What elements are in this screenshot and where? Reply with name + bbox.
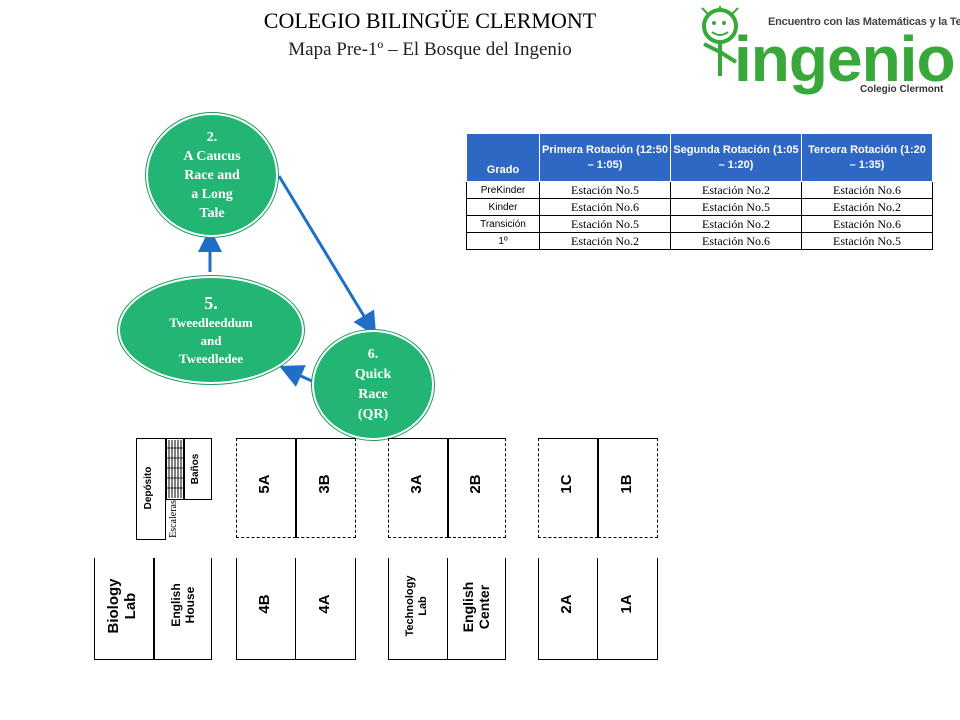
room-label-line: English bbox=[169, 583, 183, 627]
room-label-line: Technology bbox=[404, 575, 416, 637]
table-header-row: Grado Primera Rotación (12:50 – 1:05) Se… bbox=[466, 133, 933, 182]
room-2a-label: 2A bbox=[558, 594, 575, 614]
arrow-6-to-5 bbox=[279, 365, 315, 387]
table-cell: Kinder bbox=[466, 198, 540, 216]
room-deposito bbox=[136, 438, 166, 540]
table-cell: Transición bbox=[466, 215, 540, 233]
station-line: Race bbox=[358, 387, 388, 402]
room-label-line: English bbox=[460, 581, 476, 633]
table-cell: PreKinder bbox=[466, 181, 540, 199]
col-header-grado: Grado bbox=[466, 133, 540, 182]
table-cell: Estación No.6 bbox=[801, 181, 933, 199]
col-header-primera: Primera Rotación (12:50 – 1:05) bbox=[539, 133, 671, 182]
room-3b-label: 3B bbox=[316, 474, 333, 494]
table-row: PreKinder Estación No.5 Estación No.2 Es… bbox=[466, 181, 933, 199]
room-2b bbox=[448, 438, 506, 538]
table-cell: Estación No.6 bbox=[539, 198, 671, 216]
logo-figure-icon bbox=[701, 6, 739, 76]
room-4a bbox=[296, 558, 356, 660]
room-label-line: Biology bbox=[105, 578, 122, 634]
col-header-segunda: Segunda Rotación (1:05 – 1:20) bbox=[670, 133, 802, 182]
table-cell: Estación No.5 bbox=[801, 232, 933, 250]
table-cell: Estación No.5 bbox=[539, 181, 671, 199]
room-label-line: Lab bbox=[122, 592, 139, 620]
logo-school: Colegio Clermont bbox=[860, 84, 944, 95]
rotation-table: Grado Primera Rotación (12:50 – 1:05) Se… bbox=[466, 133, 933, 250]
station-2[interactable]: 2. A Caucus Race and a Long Tale bbox=[146, 113, 278, 237]
station-number: 2. bbox=[206, 129, 218, 145]
table-cell: Estación No.6 bbox=[801, 215, 933, 233]
table-cell: Estación No.6 bbox=[670, 232, 802, 250]
room-1b-label: 1B bbox=[618, 474, 635, 494]
room-banos-label: Baños bbox=[190, 453, 201, 485]
stairs-icon bbox=[166, 438, 184, 500]
room-3a bbox=[388, 438, 448, 538]
station-line: Race and bbox=[184, 167, 240, 183]
station-line: a Long bbox=[191, 186, 233, 202]
room-2b-label: 2B bbox=[467, 474, 484, 494]
room-english-center bbox=[448, 558, 506, 660]
room-banos bbox=[184, 438, 212, 500]
room-label-line: Center bbox=[476, 584, 492, 630]
station-line: (QR) bbox=[357, 407, 389, 422]
table-cell: Estación No.2 bbox=[670, 181, 802, 199]
station-5[interactable]: 5. Tweedleeddum and Tweedledee bbox=[118, 276, 304, 384]
room-1c bbox=[538, 438, 598, 538]
room-english-center-label: English Center bbox=[460, 562, 494, 652]
room-biology-lab bbox=[94, 558, 154, 660]
room-english-house bbox=[154, 558, 212, 660]
room-5a-label: 5A bbox=[256, 474, 273, 494]
arrow-2-to-6 bbox=[277, 175, 377, 337]
room-english-house-label: English House bbox=[169, 560, 199, 650]
room-label-line: Lab bbox=[417, 596, 429, 616]
table-cell: Estación No.2 bbox=[801, 198, 933, 216]
logo-word: ingenio bbox=[734, 23, 956, 95]
station-line: and bbox=[200, 333, 222, 348]
room-3a-label: 3A bbox=[408, 474, 425, 494]
room-technology-lab bbox=[388, 558, 448, 660]
page-title: COLEGIO BILINGÜE CLERMONT bbox=[263, 8, 597, 33]
room-4b-label: 4B bbox=[256, 594, 273, 614]
room-biology-label: Biology Lab bbox=[105, 561, 141, 651]
table-row: Kinder Estación No.6 Estación No.5 Estac… bbox=[466, 198, 933, 216]
table-cell: Estación No.5 bbox=[539, 215, 671, 233]
room-technology-label: Technology Lab bbox=[404, 557, 432, 655]
station-line: Quick bbox=[354, 367, 392, 382]
room-4b bbox=[236, 558, 296, 660]
room-2a bbox=[538, 558, 598, 660]
room-4a-label: 4A bbox=[316, 594, 333, 614]
page-subtitle: Mapa Pre-1º – El Bosque del Ingenio bbox=[288, 39, 572, 60]
room-1b bbox=[598, 438, 658, 538]
station-line: A Caucus bbox=[183, 148, 241, 164]
room-5a bbox=[236, 438, 296, 538]
room-deposito-label: Depósito bbox=[143, 466, 154, 510]
room-1c-label: 1C bbox=[558, 474, 575, 494]
station-number: 6. bbox=[367, 347, 379, 362]
table-row: Transición Estación No.5 Estación No.2 E… bbox=[466, 215, 933, 233]
table-row: 1º Estación No.2 Estación No.6 Estación … bbox=[466, 232, 933, 250]
room-1a-label: 1A bbox=[618, 594, 635, 614]
station-line: Tweedledee bbox=[178, 351, 244, 366]
room-label-line: House bbox=[183, 586, 197, 624]
stairs-label: Escaleras bbox=[168, 500, 179, 538]
logo-tagline: Encuentro con las Matemáticas y la Tecno… bbox=[768, 16, 960, 28]
station-line: Tweedleeddum bbox=[169, 315, 253, 330]
ingenio-logo: Encuentro con las Matemáticas y la Tecno… bbox=[690, 6, 960, 102]
room-1a bbox=[598, 558, 658, 660]
station-6[interactable]: 6. Quick Race (QR) bbox=[312, 330, 434, 440]
table-cell: Estación No.5 bbox=[670, 198, 802, 216]
col-header-tercera: Tercera Rotación (1:20 – 1:35) bbox=[801, 133, 933, 182]
station-line: Tale bbox=[199, 205, 225, 221]
table-cell: Estación No.2 bbox=[539, 232, 671, 250]
room-3b bbox=[296, 438, 356, 538]
station-number: 5. bbox=[204, 293, 218, 313]
table-cell: Estación No.2 bbox=[670, 215, 802, 233]
table-cell: 1º bbox=[466, 232, 540, 250]
